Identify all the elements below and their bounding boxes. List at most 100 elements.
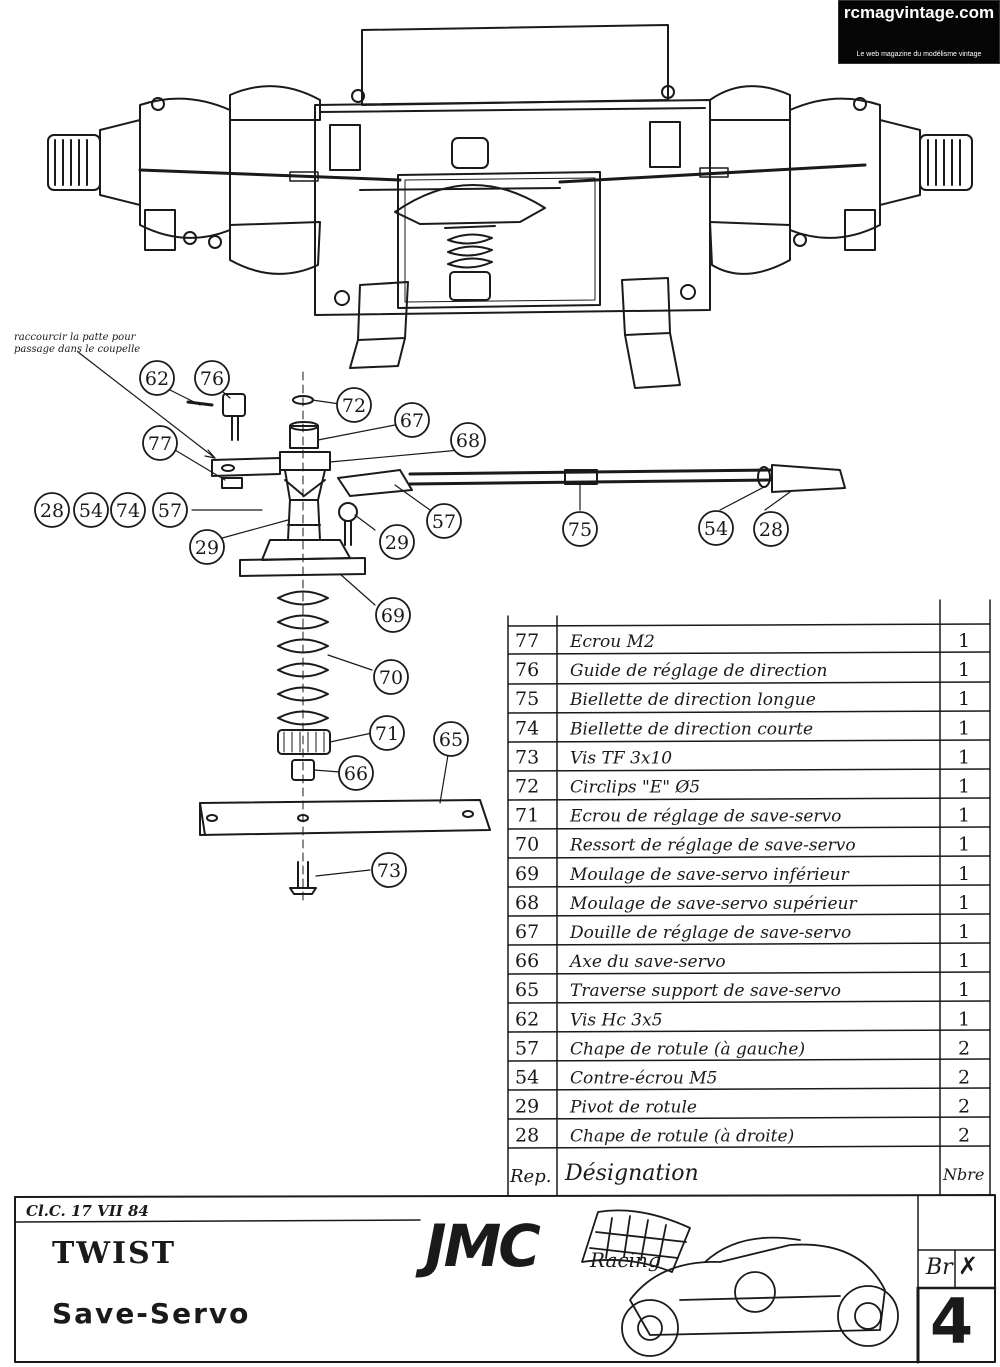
row-qty: 1 bbox=[958, 746, 970, 768]
row-qty: 1 bbox=[958, 659, 970, 681]
brand-subtitle: Racing bbox=[590, 1248, 661, 1272]
callout-29: 29 bbox=[189, 529, 225, 565]
row-rep: 77 bbox=[515, 630, 539, 652]
row-rep: 72 bbox=[515, 776, 539, 798]
assembled-axle-view bbox=[47, 24, 973, 389]
table-row: 69 Moulage de save-servo inférieur 1 bbox=[515, 863, 970, 885]
svg-text:74: 74 bbox=[116, 500, 140, 522]
row-qty: 1 bbox=[958, 1008, 970, 1030]
svg-text:77: 77 bbox=[148, 433, 172, 455]
callout-77: 77 bbox=[142, 425, 178, 461]
row-designation: Biellette de direction courte bbox=[569, 719, 813, 739]
row-designation: Traverse support de save-servo bbox=[570, 981, 841, 1001]
row-designation: Chape de rotule (à gauche) bbox=[570, 1039, 805, 1059]
callout-69: 69 bbox=[375, 597, 411, 633]
row-rep: 67 bbox=[515, 921, 539, 943]
drawing-date: Cl.C. 17 VII 84 bbox=[26, 1202, 149, 1220]
revision-cell: Br bbox=[926, 1255, 953, 1280]
callout-54: 54 bbox=[73, 492, 109, 528]
svg-text:28: 28 bbox=[759, 519, 783, 541]
row-qty: 1 bbox=[958, 950, 970, 972]
callout-76: 76 bbox=[194, 360, 230, 396]
row-designation: Moulage de save-servo supérieur bbox=[569, 894, 857, 914]
drawing-note: raccourcir la patte pour passage dans le… bbox=[14, 332, 140, 355]
sheet-number: 4 bbox=[930, 1285, 974, 1358]
row-qty: 1 bbox=[958, 630, 970, 652]
svg-text:57: 57 bbox=[158, 500, 182, 522]
row-designation: Vis Hc 3x5 bbox=[570, 1010, 663, 1030]
table-header-rep: Rep. bbox=[509, 1166, 551, 1187]
row-designation: Moulage de save-servo inférieur bbox=[569, 865, 850, 885]
svg-text:28: 28 bbox=[40, 500, 64, 522]
left-hub bbox=[47, 85, 321, 275]
svg-text:54: 54 bbox=[79, 500, 103, 522]
callout-67: 67 bbox=[394, 402, 430, 438]
table-row: 71 Ecrou de réglage de save-servo 1 bbox=[515, 805, 970, 827]
callout-73: 73 bbox=[371, 852, 407, 888]
note-line-2: passage dans le coupelle bbox=[14, 344, 140, 355]
row-designation: Biellette de direction longue bbox=[569, 690, 816, 710]
row-qty: 2 bbox=[958, 1125, 970, 1147]
row-rep: 69 bbox=[515, 863, 539, 885]
svg-text:76: 76 bbox=[200, 368, 224, 390]
svg-text:72: 72 bbox=[342, 395, 366, 417]
svg-text:65: 65 bbox=[439, 729, 463, 751]
brand-logo: JMC bbox=[425, 1212, 541, 1280]
svg-text:29: 29 bbox=[385, 532, 409, 554]
svg-text:70: 70 bbox=[379, 667, 403, 689]
row-qty: 2 bbox=[958, 1067, 970, 1089]
table-row: 62 Vis Hc 3x5 1 bbox=[515, 1008, 970, 1030]
row-designation: Circlips "E" Ø5 bbox=[570, 778, 700, 798]
row-designation: Ecrou de réglage de save-servo bbox=[569, 807, 841, 827]
note-line-1: raccourcir la patte pour bbox=[14, 332, 137, 343]
row-rep: 70 bbox=[515, 834, 539, 856]
model-name: TWIST bbox=[52, 1236, 177, 1271]
callout-28: 28 bbox=[34, 492, 70, 528]
check-mark: ✗ bbox=[958, 1252, 979, 1280]
racing-buggy-illustration bbox=[581, 1209, 899, 1357]
row-qty: 1 bbox=[958, 805, 970, 827]
row-rep: 71 bbox=[515, 805, 539, 827]
svg-text:75: 75 bbox=[568, 519, 592, 541]
svg-text:71: 71 bbox=[375, 723, 399, 745]
row-qty: 1 bbox=[958, 834, 970, 856]
row-rep: 57 bbox=[515, 1037, 539, 1059]
row-designation: Guide de réglage de direction bbox=[570, 661, 827, 681]
row-designation: Ressort de réglage de save-servo bbox=[569, 836, 856, 856]
callout-62: 62 bbox=[139, 360, 175, 396]
row-rep: 29 bbox=[515, 1096, 539, 1118]
callout-70: 70 bbox=[373, 659, 409, 695]
row-qty: 1 bbox=[958, 776, 970, 798]
row-qty: 2 bbox=[958, 1037, 970, 1059]
callout-75: 75 bbox=[562, 511, 598, 547]
svg-text:67: 67 bbox=[400, 410, 424, 432]
row-qty: 1 bbox=[958, 863, 970, 885]
callout-28: 28 bbox=[753, 511, 789, 547]
part-name: Save-Servo bbox=[52, 1297, 251, 1330]
site-logo: rcmagvintage.com Le web magazine du modé… bbox=[838, 0, 1000, 64]
row-rep: 62 bbox=[515, 1008, 539, 1030]
table-row: 28 Chape de rotule (à droite) 2 bbox=[515, 1125, 970, 1147]
row-rep: 28 bbox=[515, 1125, 539, 1147]
row-rep: 75 bbox=[515, 688, 539, 710]
row-designation: Contre-écrou M5 bbox=[570, 1069, 717, 1089]
table-row: 57 Chape de rotule (à gauche) 2 bbox=[515, 1037, 970, 1059]
row-rep: 65 bbox=[515, 979, 539, 1001]
row-qty: 1 bbox=[958, 892, 970, 914]
right-hub bbox=[709, 85, 973, 275]
callout-29: 29 bbox=[379, 524, 415, 560]
callout-54: 54 bbox=[698, 510, 734, 546]
row-designation: Chape de rotule (à droite) bbox=[570, 1127, 794, 1147]
row-qty: 1 bbox=[958, 717, 970, 739]
